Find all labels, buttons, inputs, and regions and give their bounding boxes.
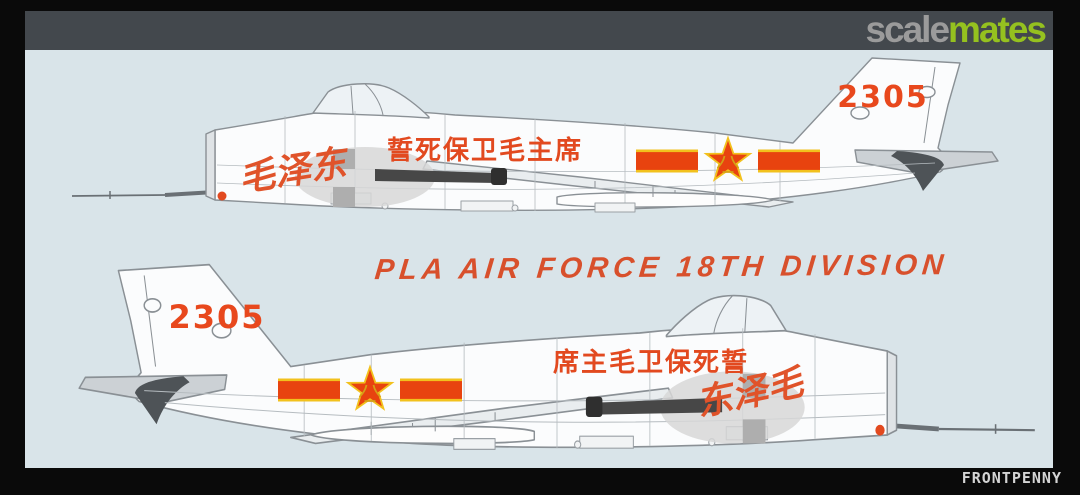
logo-mates-text: mates	[948, 9, 1047, 50]
artwork-canvas: 毛泽东 誓死保卫毛主席 2305 东泽毛 席主毛卫保死誓 2305 PLA AI…	[25, 50, 1053, 468]
header-bar: scalemates	[25, 9, 1053, 51]
logo-scale-text: scale	[865, 9, 950, 50]
fuselage-slogan: 席主毛卫保死誓	[553, 347, 749, 378]
credit-text: FRONTPENNY	[961, 469, 1062, 487]
aircraft-bottom-profile: 东泽毛 席主毛卫保死誓 2305	[35, 243, 1045, 468]
aircraft-top-profile: 毛泽东 誓死保卫毛主席 2305	[70, 56, 1000, 214]
scalemates-logo: scalemates	[865, 9, 1047, 51]
tail-number: 2305	[837, 80, 929, 115]
fuselage-slogan: 誓死保卫毛主席	[387, 135, 583, 166]
tail-number: 2305	[168, 298, 265, 336]
division-title: PLA AIR FORCE 18TH DIVISION	[373, 249, 950, 287]
